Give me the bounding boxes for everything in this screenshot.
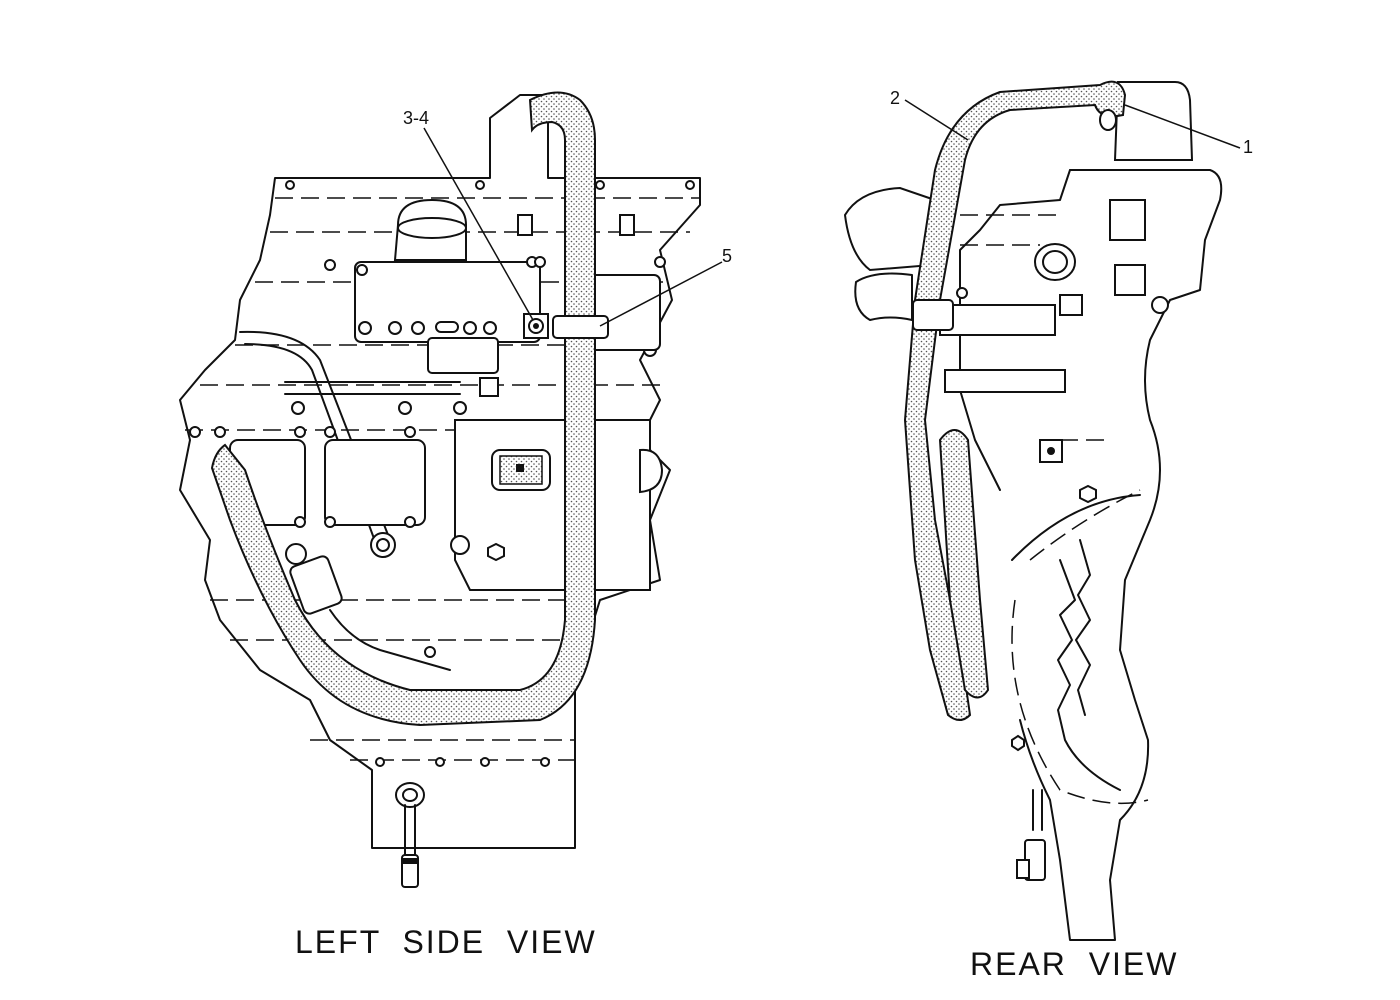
rear-sensor-dot xyxy=(1047,447,1055,455)
capsule-plug xyxy=(435,321,459,333)
rear-round-port-inner xyxy=(1042,250,1068,274)
dipstick-base-inner xyxy=(402,788,418,802)
rear-plate-2 xyxy=(944,369,1066,393)
rear-body-outline xyxy=(1019,169,1223,941)
ecm-hex xyxy=(487,542,505,562)
sensor-block xyxy=(427,337,499,374)
left-side-view-drawing: 3-4 5 xyxy=(179,91,732,888)
rear-side-boss xyxy=(1151,296,1169,314)
rear-hex-2 xyxy=(1011,734,1025,752)
rear-hose-end xyxy=(1099,109,1117,131)
pipe-horizontal xyxy=(284,381,461,395)
lower-bolt xyxy=(424,646,436,658)
callout-2: 2 xyxy=(890,88,900,108)
ecm-bolt-1 xyxy=(450,535,470,555)
dipstick-band xyxy=(402,858,418,864)
small-connector xyxy=(479,377,499,397)
rear-block-3 xyxy=(1059,294,1083,316)
rear-plate xyxy=(939,304,1056,336)
rear-block-2 xyxy=(1114,264,1146,296)
engine-block-outline xyxy=(179,94,701,849)
rear-left-outline xyxy=(959,169,1071,491)
rear-block-1 xyxy=(1109,199,1146,241)
breather-hose-left xyxy=(210,91,596,727)
cooler-panel-mid xyxy=(324,439,426,526)
breather-hose-rear xyxy=(903,80,1127,721)
clamp-bolt-center xyxy=(533,323,539,329)
pipe-fitting-inner xyxy=(376,538,390,552)
callout-2-leader xyxy=(904,99,969,141)
rear-flywheel-profile-2 xyxy=(1075,539,1091,716)
cover-bolts xyxy=(324,256,538,335)
bottom-bolts xyxy=(375,757,550,767)
callout-3-4: 3-4 xyxy=(403,108,429,128)
elbow-opening xyxy=(397,217,467,239)
callout-5-leader xyxy=(599,261,723,327)
rear-hose-clamp xyxy=(912,299,954,331)
rear-lower-wire xyxy=(1032,789,1043,831)
rear-top-housing xyxy=(1113,81,1194,161)
ecm-connector-pin xyxy=(516,464,524,472)
breather-hose-rear-lower xyxy=(938,429,990,699)
side-tab xyxy=(639,448,664,494)
rear-left-arm xyxy=(854,272,913,321)
top-bolts xyxy=(285,180,695,190)
rear-dash-4 xyxy=(1011,599,1149,805)
callout-5: 5 xyxy=(722,246,732,266)
rear-flywheel-profile xyxy=(1011,494,1141,791)
pipe-down xyxy=(239,330,391,545)
lower-sensor-cap xyxy=(285,543,307,565)
rear-view-drawing: 2 1 xyxy=(843,80,1253,941)
lower-sensor xyxy=(289,555,343,615)
rear-clamp-bolt xyxy=(956,287,968,299)
callout-1: 1 xyxy=(1243,137,1253,157)
callout-1-leader xyxy=(1124,104,1241,149)
callout-3-4-leader xyxy=(423,127,534,321)
rear-hex-1 xyxy=(1079,484,1097,504)
rear-lower-sensor-cap xyxy=(1016,859,1030,879)
left-side-view-label: LEFT SIDE VIEW xyxy=(295,924,597,960)
ecm-panel xyxy=(454,419,651,591)
rear-view-label: REAR VIEW xyxy=(970,946,1179,982)
hose-clamp xyxy=(552,315,609,339)
dipstick-tube xyxy=(404,804,416,856)
harness-wire xyxy=(329,609,451,671)
cooler-bolts xyxy=(189,401,467,528)
